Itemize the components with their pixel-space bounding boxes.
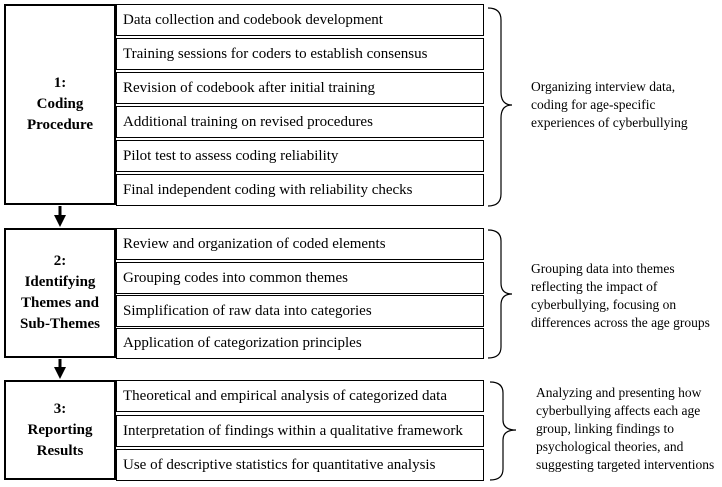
stage-3-note-line-4: psychological theories, and bbox=[536, 439, 684, 454]
stage-2-title-line-2: Themes and bbox=[21, 295, 99, 311]
stage-3-note-line-3: group, linking findings to bbox=[536, 421, 674, 436]
stage-1-title-line-2: Procedure bbox=[26, 117, 94, 133]
stage-2-number: 2: bbox=[53, 253, 67, 269]
stage-1-note-line-2: coding for age-specific bbox=[531, 97, 656, 112]
stage-2-title-line-3: Sub-Themes bbox=[19, 316, 101, 332]
stage-2-note-line-3: cyberbullying, focusing on bbox=[531, 297, 677, 312]
stage-2-box: 2: Identifying Themes and Sub-Themes bbox=[4, 228, 116, 358]
stage-2-note-line-2: reflecting the impact of bbox=[531, 279, 658, 294]
stage-1-step-5: Pilot test to assess coding reliability bbox=[116, 140, 484, 172]
stage-3-step-2: Interpretation of findings within a qual… bbox=[116, 415, 484, 447]
stage-3-note-line-1: Analyzing and presenting how bbox=[536, 385, 702, 400]
stage-1-box: 1: Coding Procedure bbox=[4, 4, 116, 205]
stage-2-step-3: Simplification of raw data into categori… bbox=[116, 295, 484, 327]
stage-1-note: Organizing interview data, coding for ag… bbox=[531, 78, 719, 132]
stage-1-step-4: Additional training on revised procedure… bbox=[116, 106, 484, 138]
brace-stage-1 bbox=[487, 7, 513, 207]
brace-stage-3 bbox=[489, 381, 517, 481]
stage-1-number: 1: bbox=[53, 75, 67, 91]
stage-3-note-line-2: cyberbullying affects each age bbox=[536, 403, 701, 418]
stage-3-box: 3: Reporting Results bbox=[4, 380, 116, 480]
stage-2-step-2: Grouping codes into common themes bbox=[116, 262, 484, 294]
brace-stage-2 bbox=[487, 229, 513, 359]
stage-2-note-line-4: differences across the age groups bbox=[531, 315, 710, 330]
stage-1-step-6: Final independent coding with reliabilit… bbox=[116, 174, 484, 206]
stage-1-step-3: Revision of codebook after initial train… bbox=[116, 72, 484, 104]
stage-2-title-line-1: Identifying bbox=[24, 274, 96, 290]
stage-3-step-1: Theoretical and empirical analysis of ca… bbox=[116, 380, 484, 412]
stage-1-note-line-1: Organizing interview data, bbox=[531, 79, 676, 94]
stage-3-title-line-2: Results bbox=[36, 442, 84, 459]
stage-2-step-4: Application of categorization principles bbox=[116, 328, 484, 359]
stage-3-number: 3: bbox=[53, 400, 67, 417]
stage-3-note: Analyzing and presenting how cyberbullyi… bbox=[536, 384, 720, 474]
stage-1-step-2: Training sessions for coders to establis… bbox=[116, 38, 484, 70]
stage-3-note-line-5: suggesting targeted interventions bbox=[536, 457, 715, 472]
stage-2-note: Grouping data into themes reflecting the… bbox=[531, 260, 721, 332]
stage-1-step-1: Data collection and codebook development bbox=[116, 4, 484, 36]
stage-2-step-1: Review and organization of coded element… bbox=[116, 228, 484, 260]
stage-2-note-line-1: Grouping data into themes bbox=[531, 261, 675, 276]
stage-3-step-3: Use of descriptive statistics for quanti… bbox=[116, 449, 484, 481]
stage-3-title-line-1: Reporting bbox=[27, 421, 93, 438]
stage-1-title-line-1: Coding bbox=[36, 96, 84, 112]
stage-1-note-line-3: experiences of cyberbullying bbox=[531, 115, 688, 130]
